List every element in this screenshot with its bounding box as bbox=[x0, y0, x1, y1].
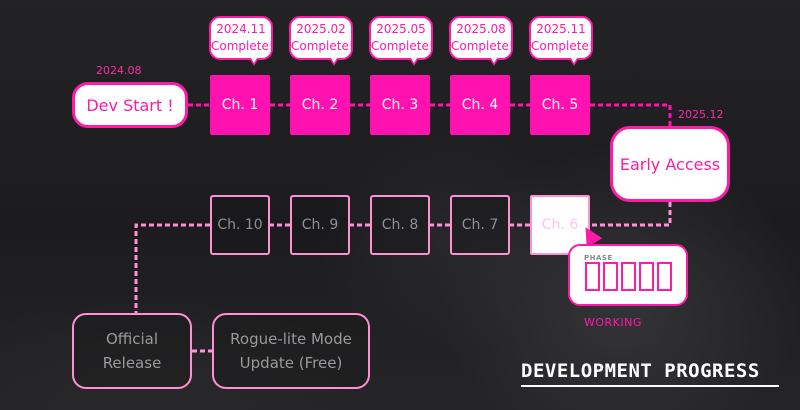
early-access-milestone: Early Access bbox=[610, 126, 730, 202]
connector-early-access-ch6 bbox=[590, 202, 672, 227]
ch1-complete-bubble: 2024.11 Complete! bbox=[209, 16, 274, 66]
ch5-date: 2025.11 bbox=[536, 22, 586, 36]
chapter-4-node: Ch. 4 bbox=[450, 75, 510, 135]
ch4-date: 2025.08 bbox=[456, 22, 506, 36]
ch3-date: 2025.05 bbox=[376, 22, 426, 36]
roguelite-mode-milestone: Rogue-lite Mode Update (Free) bbox=[212, 313, 370, 389]
dev-start-milestone: Dev Start ! bbox=[72, 82, 188, 128]
phase-segment bbox=[657, 262, 672, 291]
ch3-complete-bubble: 2025.05 Complete! bbox=[369, 16, 434, 66]
ch1-date: 2024.11 bbox=[216, 22, 266, 36]
ch2-complete-bubble: 2025.02 Complete! bbox=[289, 16, 354, 66]
official-release-milestone: Official Release bbox=[72, 313, 192, 389]
phase-segment bbox=[639, 262, 654, 291]
roguelite-line1: Rogue-lite Mode bbox=[230, 330, 352, 348]
ch5-note: Complete! bbox=[531, 39, 594, 53]
ch4-note: Complete! bbox=[451, 39, 514, 53]
phase-segment bbox=[603, 262, 618, 291]
title-underline bbox=[521, 385, 779, 387]
phase-progress-bars bbox=[585, 262, 672, 291]
official-release-line1: Official bbox=[105, 330, 159, 348]
chapter-5-node: Ch. 5 bbox=[530, 75, 590, 135]
official-release-line2: Release bbox=[102, 354, 162, 372]
ch5-complete-bubble: 2025.11 Complete! bbox=[529, 16, 594, 66]
chapter-10-node: Ch. 10 bbox=[210, 195, 270, 255]
chapter-3-node: Ch. 3 bbox=[370, 75, 430, 135]
connector-ch10-official bbox=[134, 223, 210, 313]
chapter-8-node: Ch. 8 bbox=[370, 195, 430, 255]
phase-segment bbox=[585, 262, 600, 291]
chapter-9-node: Ch. 9 bbox=[290, 195, 350, 255]
working-status: WORKING bbox=[584, 316, 642, 329]
ch3-note: Complete! bbox=[371, 39, 434, 53]
ch4-complete-bubble: 2025.08 Complete! bbox=[449, 16, 514, 66]
page-title: DEVELOPMENT PROGRESS bbox=[521, 360, 760, 382]
roguelite-line2: Update (Free) bbox=[239, 354, 343, 372]
chapter-1-node: Ch. 1 bbox=[210, 75, 270, 135]
early-access-date: 2025.12 bbox=[678, 108, 724, 121]
phase-segment bbox=[621, 262, 636, 291]
ch1-note: Complete! bbox=[211, 39, 274, 53]
ch2-note: Complete! bbox=[291, 39, 354, 53]
connector-ch5-early-access bbox=[590, 103, 672, 126]
phase-label: PHASE bbox=[584, 254, 613, 262]
dev-start-date: 2024.08 bbox=[96, 64, 142, 77]
ch2-date: 2025.02 bbox=[296, 22, 346, 36]
chapter-2-node: Ch. 2 bbox=[290, 75, 350, 135]
chapter-7-node: Ch. 7 bbox=[450, 195, 510, 255]
